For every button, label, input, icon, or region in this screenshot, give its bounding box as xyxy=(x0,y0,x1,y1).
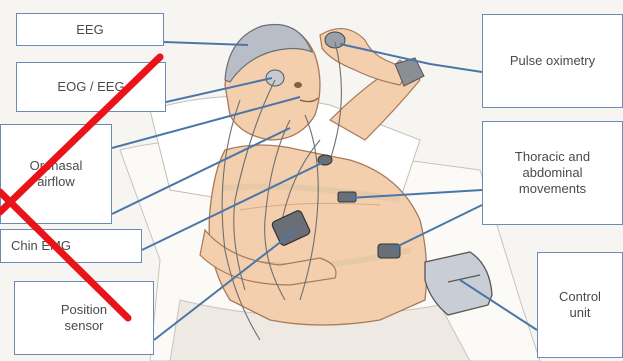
pulse-oximetry-label: Pulse oximetry xyxy=(482,14,623,108)
position-sensor-label: Position sensor xyxy=(14,281,154,355)
head xyxy=(225,24,320,140)
control-unit-label: Control unit xyxy=(537,252,623,358)
chin-emg-label: Chin EMG xyxy=(0,229,142,263)
eog-eeg-label: EOG / EEG xyxy=(16,62,166,112)
thoracic-abdominal-label: Thoracic and abdominal movements xyxy=(482,121,623,225)
oronasal-airflow-label: Oronasal airflow xyxy=(0,124,112,224)
eeg-label: EEG xyxy=(16,13,164,46)
